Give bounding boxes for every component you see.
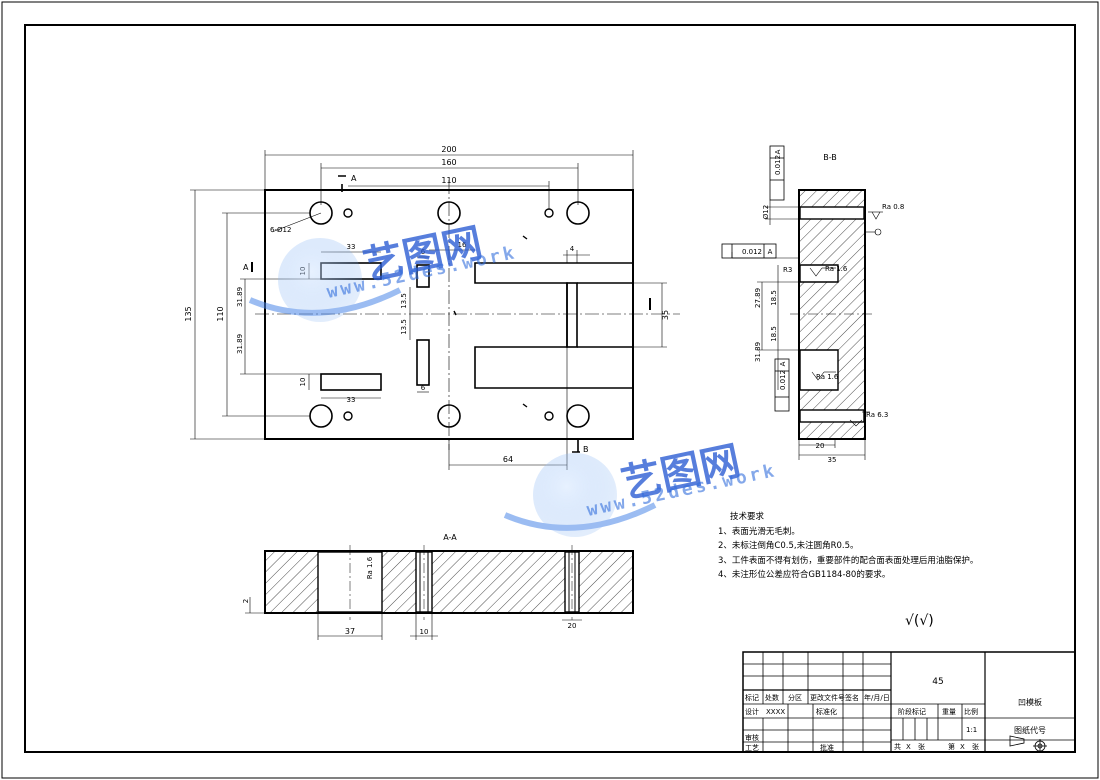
tb-change-doc: 更改文件号 [810, 693, 845, 702]
tb-scale: 1:1 [966, 726, 977, 734]
aa-ra: Ra 1.6 [366, 556, 374, 579]
tb-x2: X [960, 743, 965, 751]
dim-aa-20: 20 [568, 622, 577, 630]
hole [566, 404, 590, 428]
datum-a-top: A [774, 149, 782, 154]
section-aa-title: A-A [443, 533, 457, 542]
dim-33-up: 33 [347, 243, 356, 251]
watermark-globe-icon [248, 238, 402, 322]
dim-aa-37: 37 [345, 627, 355, 636]
tb-zhang2: 张 [972, 742, 979, 751]
tol-0012-top: 0.012 [774, 155, 782, 175]
tb-x1: X [906, 743, 911, 751]
tech-item: 3、工件表面不得有划伤，重要部件的配合面表面处理后用油脂保护。 [718, 555, 979, 566]
bb-dimension-lines [731, 200, 883, 460]
cut-label-b: B [583, 445, 589, 454]
dim-bb-18-5-up: 18.5 [770, 290, 778, 306]
hole [566, 201, 590, 225]
dim-35: 35 [661, 310, 670, 320]
dim-31-89-down: 31.89 [236, 334, 244, 354]
tb-zone: 分区 [788, 693, 802, 702]
dim-64: 64 [503, 455, 513, 464]
bb-ra08: Ra 0.8 [882, 203, 904, 211]
tb-zhang1: 张 [918, 742, 925, 751]
dim-holes: 6-Ø12 [270, 226, 291, 234]
bb-ra63: Ra 6.3 [866, 411, 888, 419]
tb-date: 年/月/日 [864, 693, 890, 702]
tb-approve: 批准 [820, 743, 834, 752]
tech-item: 4、未注形位公差应符合GB1184-80的要求。 [718, 570, 891, 580]
bb-ra16-a: Ra 1.6 [825, 265, 848, 273]
tb-drawing-code: 图纸代号 [1014, 725, 1046, 735]
hole [437, 404, 461, 428]
tb-part-name: 凹模板 [1018, 697, 1042, 707]
roughness-general-symbol: √(√) [905, 613, 934, 629]
dim-110: 110 [441, 176, 456, 185]
tb-mark: 标记 [745, 693, 759, 702]
dim-bb-r3: R3 [783, 266, 792, 274]
tb-process: 工艺 [745, 744, 759, 752]
dim-6-down: 6 [421, 384, 426, 392]
tb-count: 处数 [765, 693, 779, 702]
inner-frame [24, 24, 1076, 753]
dim-135: 135 [184, 306, 193, 321]
dim-10-down: 10 [299, 378, 307, 387]
tb-stage-mark: 阶段标记 [898, 707, 926, 716]
cut-label-a-top: A [351, 174, 357, 183]
dim-200: 200 [441, 145, 456, 154]
title-block-text: 标记 处数 分区 更改文件号 签名 年/月/日 设计 XXXX 标准化 审核 工… [745, 677, 1046, 752]
dim-bb-18-5-down: 18.5 [770, 326, 778, 342]
cut-label-a-left: A [243, 263, 249, 272]
dim-110-left: 110 [216, 306, 225, 321]
tech-title: 技术要求 [730, 512, 765, 522]
section-aa [264, 545, 634, 620]
tech-item: 1、表面光滑无毛刺。 [718, 526, 800, 537]
aa-dimension-lines [245, 597, 582, 640]
tb-design: 设计 [745, 707, 759, 716]
dim-aa-2: 2 [242, 599, 250, 603]
dim-31-89-up: 31.89 [236, 287, 244, 307]
tb-review: 审核 [745, 733, 759, 742]
watermark-globe-icon [503, 453, 657, 537]
dim-bb-31-89: 31.89 [754, 342, 762, 362]
tb-total: 共 [894, 742, 901, 751]
datum-a-low: A [779, 361, 787, 366]
tol-0012-mid: 0.012 [742, 248, 762, 256]
tb-page: 第 [948, 742, 955, 751]
dim-160: 160 [441, 158, 456, 167]
dim-bb-20: 20 [816, 442, 825, 450]
hole [437, 201, 461, 225]
tb-ratio: 比例 [964, 707, 978, 716]
dim-bb-35: 35 [828, 456, 837, 464]
bb-ra16-b: Ra 1.6 [816, 373, 839, 381]
tb-material: 45 [932, 677, 943, 687]
dim-13-5-up: 13.5 [400, 293, 408, 309]
dim-aa-10: 10 [420, 628, 429, 636]
hole [309, 404, 333, 428]
title-block-grid [742, 651, 1076, 753]
tb-design-name: XXXX [766, 708, 785, 716]
dim-6-up: 6 [421, 248, 426, 256]
dim-bb-phi12: Ø12 [762, 205, 770, 219]
dim-33-down: 33 [347, 396, 356, 404]
tolerance-frames [721, 145, 790, 412]
dim-13-5-down: 13.5 [400, 319, 408, 335]
dim-bb-27-89: 27.89 [754, 288, 762, 308]
slot-lower [320, 373, 382, 391]
tb-weight: 重量 [942, 708, 956, 716]
dim-4: 4 [570, 245, 575, 253]
tb-sign: 签名 [845, 693, 859, 702]
section-bb [790, 189, 875, 440]
section-bb-title: B-B [823, 153, 837, 162]
tol-0012-low: 0.012 [779, 370, 787, 390]
tb-standardize: 标准化 [816, 707, 837, 716]
tech-requirements: 技术要求 1、表面光滑无毛刺。 2、未标注倒角C0.5,未注圆角R0.5。 3、… [718, 510, 978, 583]
datum-a-mid: A [768, 248, 773, 256]
tech-item: 2、未标注倒角C0.5,未注圆角R0.5。 [718, 541, 859, 551]
plan-dimension-lines [190, 150, 667, 470]
dim-16: 16 [458, 241, 467, 249]
